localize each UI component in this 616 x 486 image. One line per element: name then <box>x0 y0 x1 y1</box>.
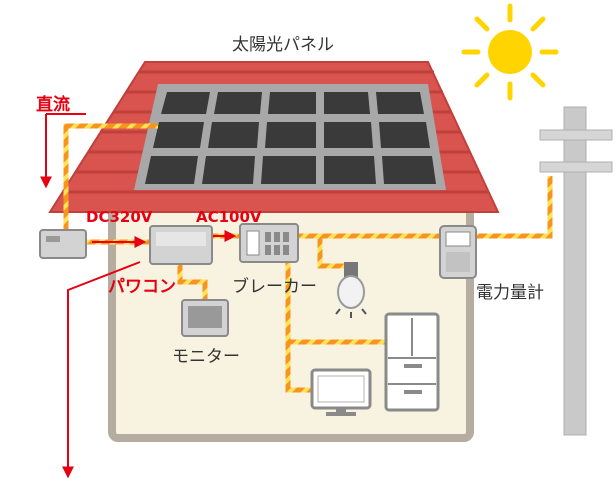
label-solar-panel: 太陽光パネル <box>232 35 334 55</box>
solar-panel <box>134 84 446 190</box>
monitor-device <box>181 299 229 337</box>
label-ac-voltage: AC100V <box>196 208 262 226</box>
solar-panel-cells <box>145 92 436 184</box>
breaker <box>239 223 299 263</box>
label-direct-current: 直流 <box>36 94 70 115</box>
label-power-conditioner: パワコン <box>108 277 176 297</box>
utility-pole-icon <box>539 106 613 436</box>
label-dc-voltage: DC320V <box>86 208 153 226</box>
power-conditioner <box>149 225 213 265</box>
label-breaker: ブレーカー <box>232 276 317 297</box>
light-bulb-icon <box>335 262 367 318</box>
label-meter: 電力量計 <box>476 283 544 303</box>
refrigerator-icon <box>384 312 440 412</box>
electricity-meter <box>439 225 477 279</box>
wire-to-tv <box>285 252 312 393</box>
tv-icon <box>310 368 372 416</box>
grid-export-arrow <box>62 261 141 479</box>
wire-meter-to-pole <box>476 176 553 239</box>
wire-to-monitor <box>177 262 208 300</box>
wire-to-bulb <box>317 236 352 269</box>
wire-panel-to-junction <box>63 123 158 236</box>
label-monitor: モニター <box>172 347 240 367</box>
junction-box <box>39 229 87 259</box>
sun-icon <box>461 3 559 101</box>
